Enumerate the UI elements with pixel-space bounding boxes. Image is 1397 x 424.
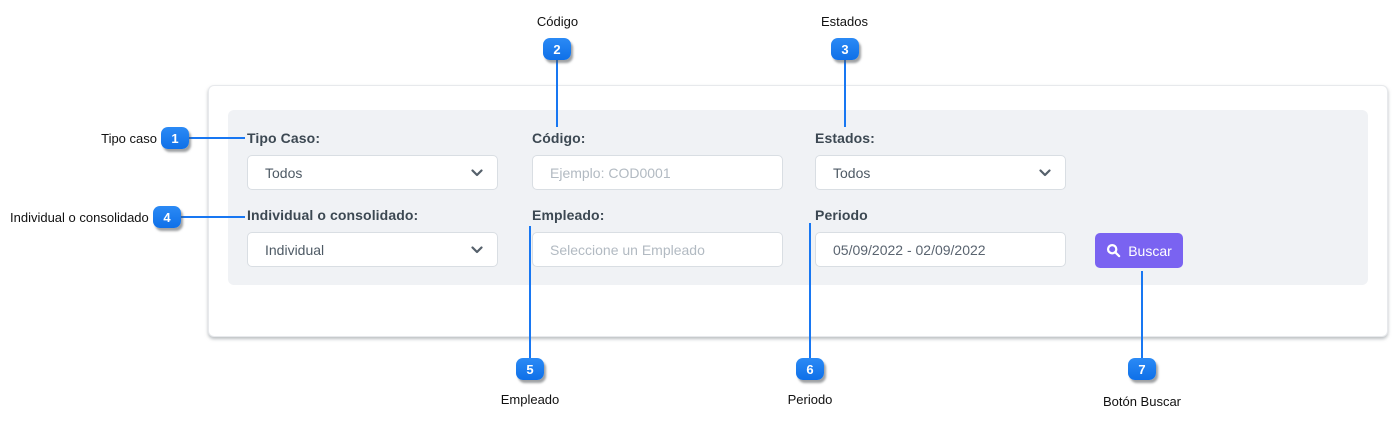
individual-consolidado-label: Individual o consolidado: <box>247 207 419 223</box>
callout-line-7 <box>1141 271 1143 358</box>
estados-select[interactable]: Todos <box>815 155 1066 190</box>
tipo-caso-label: Tipo Caso: <box>247 130 321 146</box>
search-icon <box>1107 243 1121 258</box>
callout-badge-5: 5 <box>516 358 544 380</box>
individual-selected-value: Individual <box>265 241 325 258</box>
callout-badge-7-number: 7 <box>1138 361 1146 377</box>
estados-label: Estados: <box>815 130 875 146</box>
callout-badge-5-number: 5 <box>526 361 534 377</box>
codigo-input[interactable] <box>532 155 783 190</box>
callout-badge-7: 7 <box>1128 358 1156 380</box>
callout-badge-2: 2 <box>543 38 571 60</box>
callout-label-individual: Individual o consolidado <box>10 210 149 225</box>
chevron-down-icon <box>471 245 483 253</box>
callout-line-6 <box>809 223 811 358</box>
empleado-label: Empleado: <box>532 207 605 223</box>
callout-label-tipo-caso: Tipo caso <box>101 131 157 146</box>
callout-badge-1: 1 <box>161 127 189 149</box>
callout-line-3 <box>844 60 846 127</box>
chevron-down-icon <box>471 168 483 176</box>
buscar-button[interactable]: Buscar <box>1095 233 1183 268</box>
buscar-button-label: Buscar <box>1128 242 1172 259</box>
callout-badge-3: 3 <box>831 38 859 60</box>
callout-badge-3-number: 3 <box>841 41 849 57</box>
callout-line-2 <box>556 60 558 127</box>
empleado-input[interactable] <box>532 232 783 267</box>
callout-line-1 <box>189 137 245 139</box>
callout-badge-1-number: 1 <box>171 130 179 146</box>
tipo-caso-select[interactable]: Todos <box>247 155 498 190</box>
individual-consolidado-select[interactable]: Individual <box>247 232 498 267</box>
callout-label-estados: Estados <box>821 14 868 29</box>
callout-badge-2-number: 2 <box>553 41 561 57</box>
estados-selected-value: Todos <box>833 164 871 181</box>
chevron-down-icon <box>1039 168 1051 176</box>
callout-badge-6: 6 <box>796 358 824 380</box>
callout-badge-4-number: 4 <box>163 209 171 225</box>
periodo-label: Periodo <box>815 207 868 223</box>
callout-line-5 <box>529 226 531 358</box>
callout-label-boton-buscar: Botón Buscar <box>1102 394 1182 409</box>
periodo-input[interactable] <box>815 232 1066 267</box>
callout-label-periodo: Periodo <box>787 392 833 407</box>
callout-badge-4: 4 <box>153 206 181 228</box>
callout-badge-6-number: 6 <box>806 361 814 377</box>
callout-label-codigo: Código <box>536 14 579 29</box>
tipo-caso-selected-value: Todos <box>265 164 303 181</box>
callout-label-empleado: Empleado <box>500 392 560 407</box>
codigo-label: Código: <box>532 130 586 146</box>
callout-line-4 <box>181 216 245 218</box>
